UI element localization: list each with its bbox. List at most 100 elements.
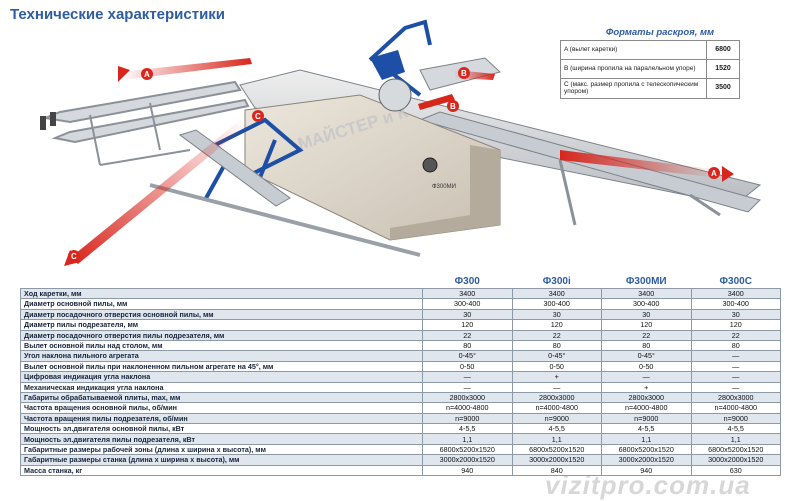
spec-value: n=9000: [690, 412, 781, 425]
spec-value: n=4000-4800: [690, 402, 781, 414]
spec-value: 0-50: [422, 360, 513, 373]
spec-row: Мощность эл.двигателя пилы подрезателя, …: [20, 433, 781, 445]
spec-value: 300-400: [511, 298, 602, 310]
spec-value: 3000x2000x1520: [422, 454, 513, 466]
spec-value: 1,1: [511, 433, 602, 445]
machine-body-side: [390, 145, 500, 240]
arrow-label-a: A: [144, 70, 150, 79]
spec-value: 120: [511, 319, 602, 331]
spec-param-name: Вылет основной пилы при наклоненном пиль…: [20, 360, 423, 373]
spec-value: 120: [422, 319, 513, 331]
spec-value: 22: [511, 329, 602, 341]
spec-row: Вылет основной пилы при наклоненном пиль…: [20, 360, 781, 373]
spec-param-name: Диаметр посадочного отверстия пилы подре…: [20, 329, 423, 341]
spec-value: —: [690, 350, 781, 362]
spec-value: 4-5,5: [422, 423, 513, 435]
spec-value: n=4000-4800: [601, 402, 692, 414]
spec-param-name: Диаметр основной пилы, мм: [20, 298, 423, 310]
spec-value: +: [511, 371, 602, 383]
spec-param-name: Габаритные размеры рабочей зоны (длина х…: [20, 443, 423, 456]
spec-param-name: Габариты обрабатываемой плиты, max, мм: [20, 391, 423, 404]
spec-value: 0-45°: [511, 350, 602, 362]
spec-value: 3000x2000x1520: [690, 454, 781, 466]
spec-value: 3000x2000x1520: [601, 454, 692, 466]
spec-value: 840: [511, 464, 602, 477]
spec-row: Габаритные размеры рабочей зоны (длина х…: [20, 443, 781, 456]
spec-value: 0-50: [601, 360, 692, 373]
formats-label: B (ширина пропила на паралельном упоре): [560, 59, 707, 79]
spec-param-name: Угол наклона пильного агрегата: [20, 350, 423, 362]
spec-param-name: Частота вращения пилы подрезателя, об/ми…: [20, 412, 423, 425]
spec-param-name: Диаметр пилы подрезателя, мм: [20, 319, 423, 331]
spec-value: n=4000-4800: [511, 402, 602, 414]
spec-value: 1,1: [601, 433, 692, 445]
spec-value: 940: [422, 464, 513, 477]
spec-param-name: Мощность эл.двигателя основной пилы, кВт: [20, 423, 423, 435]
spec-value: 0-45°: [601, 350, 692, 362]
formats-value: 3500: [706, 78, 740, 99]
spec-value: 6800x5200x1520: [422, 443, 513, 456]
telescopic-arm: [149, 183, 421, 257]
spec-value: —: [690, 371, 781, 383]
spec-value: n=9000: [601, 412, 692, 425]
spec-value: 30: [601, 308, 692, 321]
spec-value: 2800x3000: [690, 391, 781, 404]
spec-value: 4-5,5: [511, 423, 602, 435]
panel-saw-illustration: МАЙСТЕР и К Ф300МИ A A B B: [40, 19, 762, 266]
spec-value: 3400: [422, 287, 513, 300]
spec-value: 22: [601, 329, 692, 341]
spec-value: 1,1: [690, 433, 781, 445]
spec-value: 80: [511, 339, 602, 352]
arrow-label-c-upper: C: [255, 112, 261, 121]
arrow-b: B B: [418, 67, 495, 112]
spec-value: 300-400: [690, 298, 781, 310]
spec-value: 0-50: [511, 360, 602, 373]
arrow-label-c: C: [71, 252, 77, 261]
spec-param-name: Диаметр посадочного отверстия основной п…: [20, 308, 423, 321]
spec-value: 1,1: [422, 433, 513, 445]
spec-value: —: [422, 371, 513, 383]
spec-value: 2800x3000: [422, 391, 513, 404]
model-header: Ф300МИ: [601, 276, 691, 289]
spec-value: 80: [422, 339, 513, 352]
model-header: Ф300i: [512, 276, 602, 289]
spec-row: Механическая индикация угла наклона——+—: [20, 381, 781, 393]
spec-param-name: Масса станка, кг: [20, 464, 423, 477]
spec-value: —: [511, 381, 602, 393]
spec-value: 6800x5200x1520: [511, 443, 602, 456]
spec-value: 0-45°: [422, 350, 513, 362]
formats-value: 1520: [706, 59, 740, 79]
clamp-left: [40, 112, 56, 130]
spec-value: —: [422, 381, 513, 393]
spec-value: n=4000-4800: [422, 402, 513, 414]
spec-value: 30: [511, 308, 602, 321]
spec-row: Габаритные размеры станка (длина х ширин…: [20, 454, 781, 466]
outrigger: [558, 159, 721, 226]
spec-value: 22: [690, 329, 781, 341]
spec-row: Диаметр посадочного отверстия пилы подре…: [20, 329, 781, 341]
spec-value: +: [601, 381, 692, 393]
spec-param-name: Механическая индикация угла наклона: [20, 381, 423, 393]
model-header: Ф300С: [691, 276, 781, 289]
page-title: Технические характеристики: [10, 6, 226, 23]
spec-row: Мощность эл.двигателя основной пилы, кВт…: [20, 423, 781, 435]
spec-row: Цифровая индикация угла наклона—+——: [20, 371, 781, 383]
spec-value: 6800x5200x1520: [690, 443, 781, 456]
spec-value: 940: [601, 464, 692, 477]
formats-title: Форматы раскроя, мм: [605, 27, 715, 38]
spec-value: —: [601, 371, 692, 383]
arrow-label-a-right: A: [711, 169, 717, 178]
spec-param-name: Цифровая индикация угла наклона: [20, 371, 423, 383]
handwheel: [422, 157, 438, 173]
spec-value: 3400: [601, 287, 692, 300]
spec-value: 2800x3000: [511, 391, 602, 404]
